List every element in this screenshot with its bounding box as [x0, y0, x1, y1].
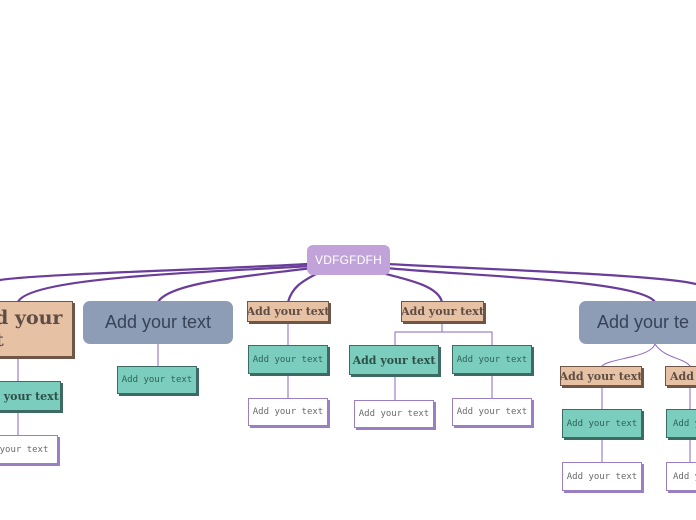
root-topic[interactable]: VDFGFDFH [307, 245, 390, 275]
branch-2-child[interactable]: Add your text [117, 366, 197, 394]
branch-1-grandchild[interactable]: your text [0, 435, 58, 464]
branch-5-child-right[interactable]: Add y [665, 366, 696, 386]
branch-5-right-grandchild-1[interactable]: Add y [666, 409, 696, 438]
branch-5-left-grandchild-1[interactable]: Add your text [562, 409, 642, 438]
connector-b5-children [601, 343, 691, 367]
connector-root-branch-3 [286, 270, 322, 304]
branch-3-grandchild[interactable]: Add your text [248, 398, 328, 426]
branch-1-child[interactable]: d your text [0, 381, 61, 411]
branch-4-child-right[interactable]: Add your text [452, 345, 532, 374]
connector-root-branch-5 [384, 266, 657, 304]
branch-3-child[interactable]: Add your text [248, 345, 328, 374]
branch-2-topic[interactable]: Add your text [83, 301, 233, 344]
branch-5-child-left[interactable]: Add your text [560, 366, 642, 386]
branch-4-topic[interactable]: Add your text [401, 301, 484, 322]
branch-4-child-left[interactable]: Add your text [349, 345, 439, 375]
connector-root-offscreen-left [0, 262, 310, 282]
connector-root-branch-2 [156, 266, 314, 304]
branch-3-topic[interactable]: Add your text [247, 301, 329, 322]
branch-1-topic[interactable]: d your t [0, 301, 73, 357]
connector-b4-children [394, 321, 493, 347]
branch-5-left-grandchild-2[interactable]: Add your text [562, 462, 642, 491]
branch-1-label: d your t [0, 307, 63, 351]
branch-5-right-grandchild-2[interactable]: Add y [666, 462, 696, 491]
root-topic-label: VDFGFDFH [315, 253, 382, 267]
branch-5-topic[interactable]: Add your te [579, 301, 696, 344]
connector-root-branch-1 [16, 264, 312, 304]
connector-root-offscreen-right [386, 262, 696, 286]
branch-4-grandchild-left[interactable]: Add your text [354, 400, 434, 428]
branch-4-grandchild-right[interactable]: Add your text [452, 398, 532, 426]
connector-root-branch-4 [376, 270, 444, 304]
